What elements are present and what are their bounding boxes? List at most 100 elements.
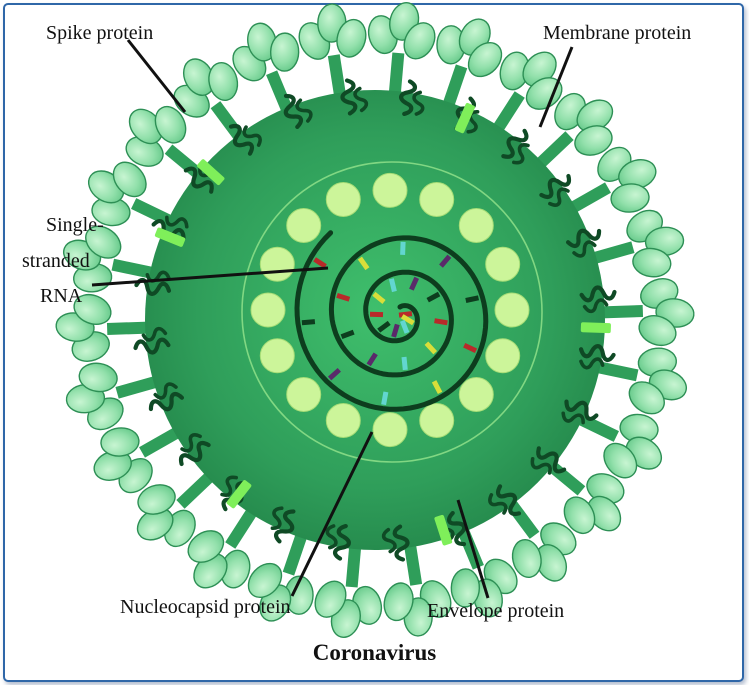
spike-protein: [247, 526, 314, 622]
membrane-protein: [178, 433, 211, 467]
membrane-squiggle: [340, 78, 358, 116]
spike-protein: [436, 18, 503, 114]
rna-leader-line: [91, 266, 329, 287]
envelope-protein: [434, 514, 453, 546]
rna-label-line-1: Single-: [46, 214, 104, 236]
spike-stalk: [345, 538, 362, 588]
membrane-squiggle: [183, 166, 214, 194]
nucleocapsid-circle: [286, 208, 322, 243]
spike-protein: [298, 3, 367, 104]
rna-base-tick: [388, 278, 397, 293]
membrane-squiggle: [579, 285, 617, 303]
envelope-protein: [454, 103, 475, 134]
spike-lobe: [100, 427, 140, 457]
nucleocapsid-circle: [372, 172, 408, 208]
spike-stalk: [402, 536, 423, 586]
rna-base-tick: [400, 241, 406, 255]
rna-base-tick: [366, 352, 378, 367]
membrane-protein: [565, 228, 602, 258]
rna-base-tick: [340, 329, 355, 340]
spike-protein: [55, 293, 156, 362]
envelope-bar: [226, 480, 252, 509]
spike-protein: [65, 362, 165, 431]
rna-base-tick: [424, 341, 438, 355]
membrane-squiggle: [539, 173, 572, 199]
nucleocapsid-circle: [325, 182, 361, 217]
spike-protein: [187, 501, 262, 589]
rna-label-line-3: RNA: [40, 285, 83, 307]
nucleocapsid-circle: [259, 338, 295, 374]
membrane-squiggle: [399, 79, 418, 117]
membrane-squiggle: [332, 523, 351, 561]
spike-lobe: [525, 77, 563, 110]
membrane-squiggle: [572, 240, 597, 258]
membrane-protein: [561, 399, 599, 425]
spike-stalk: [327, 54, 348, 104]
membrane-squiggle: [561, 411, 585, 425]
membrane-squiggle: [548, 187, 570, 207]
rna-base-tick: [400, 314, 415, 326]
membrane-squiggle: [512, 143, 530, 165]
rna-base-tick: [327, 367, 341, 381]
membrane-squiggle: [582, 298, 609, 314]
spike-lobe: [383, 582, 414, 622]
membrane-squiggle: [579, 357, 605, 370]
rna-base-tick: [313, 257, 327, 269]
spike-protein: [314, 538, 383, 639]
envelope-bar: [454, 103, 475, 134]
nucleocapsid-proteins: [250, 172, 530, 448]
membrane-squiggle: [536, 446, 567, 474]
membrane-protein: [220, 475, 249, 512]
spike-lobe: [247, 562, 283, 598]
membrane-squiggle: [578, 344, 616, 363]
spike-stalk: [106, 321, 156, 335]
membrane-protein-label: Membrane protein: [543, 22, 692, 44]
rna-base-tick: [357, 256, 370, 271]
spike-protein: [570, 410, 663, 479]
spike-stalk: [440, 64, 468, 114]
membrane-squiggle: [133, 337, 171, 355]
membrane-protein: [270, 506, 296, 544]
spike-lobe: [78, 362, 118, 393]
virion-envelope: [145, 90, 605, 550]
membrane-protein: [325, 523, 351, 561]
spike-lobe: [336, 18, 367, 58]
nucleocapsid-circle: [458, 208, 494, 243]
membrane-squiggle: [325, 524, 338, 550]
spike-stalk: [115, 374, 165, 399]
nucleocapsid-protein-label: Nucleocapsid protein: [120, 596, 291, 618]
membrane-squiggle: [501, 128, 529, 159]
rna-spiral: [294, 230, 489, 412]
membrane-squiggle: [283, 93, 304, 130]
nucleocapsid-circle: [325, 403, 361, 438]
membrane-protein: [488, 484, 522, 517]
rna-base-tick: [377, 320, 391, 333]
envelope-bar: [154, 227, 186, 247]
rna-base-tick: [434, 318, 448, 326]
spike-stalk: [388, 52, 405, 102]
nucleocapsid-circle: [458, 377, 494, 412]
rna-base-tick: [465, 295, 480, 303]
spike-lobe: [73, 293, 112, 325]
membrane-squiggle: [496, 484, 522, 517]
spike-protein: [367, 1, 436, 102]
rna-base-tick: [336, 293, 351, 302]
nucleocapsid-circle: [494, 292, 530, 328]
spike-lobe: [187, 530, 225, 563]
membrane-squiggle: [274, 509, 296, 544]
rna-base-tick: [398, 311, 413, 318]
membrane-squiggle: [148, 391, 185, 412]
envelope-protein: [226, 480, 252, 509]
rna-base-tick: [409, 276, 419, 291]
membrane-protein: [578, 344, 616, 370]
membrane-protein: [501, 128, 530, 165]
membrane-squiggle: [221, 481, 249, 512]
envelope-protein: [580, 322, 611, 334]
spike-lobe: [610, 183, 650, 213]
nucleocapsid-circle: [250, 292, 286, 328]
spike-lobe: [511, 538, 542, 578]
membrane-squiggle: [153, 382, 178, 400]
spike-stalk: [585, 241, 635, 266]
membrane-squiggle: [565, 228, 602, 249]
rna-base-tick: [463, 342, 478, 354]
